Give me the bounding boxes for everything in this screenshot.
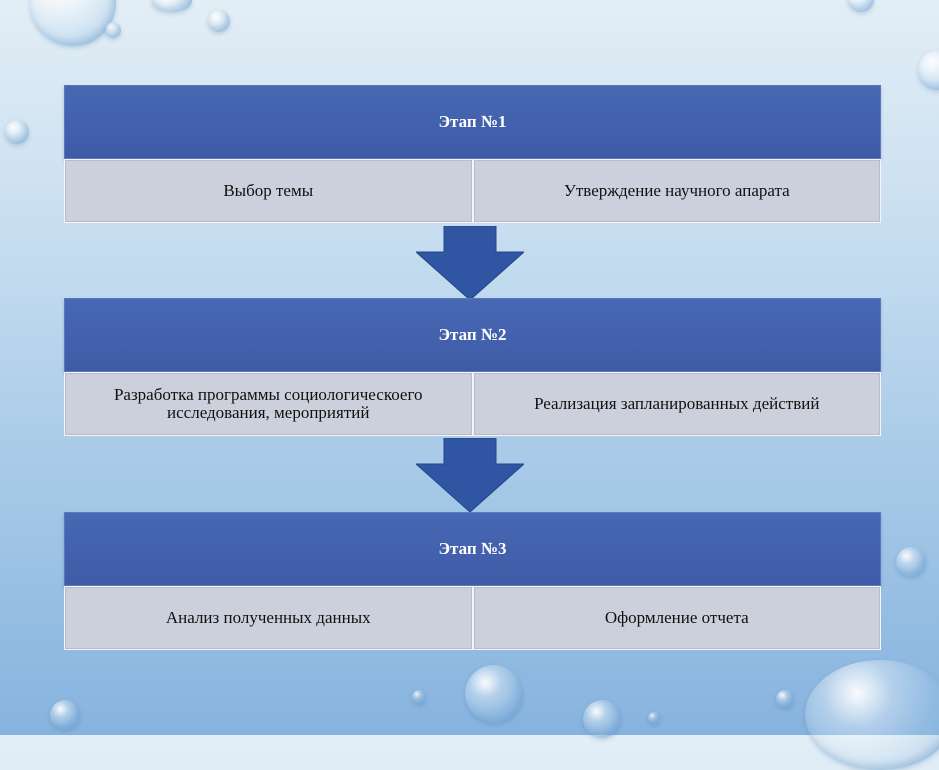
stage-2-item-2: Реализация запланированных действий [472,372,881,436]
water-bubble [848,0,874,12]
water-bubble [465,665,523,723]
down-arrow-icon [416,226,524,300]
water-bubble [805,660,939,770]
water-bubble [896,547,926,577]
stage-1-header: Этап №1 [64,85,881,159]
water-bubble [412,690,426,704]
water-bubble [776,690,794,708]
water-bubble [50,700,80,730]
water-bubble [583,700,621,738]
stage-2-row: Разработка программы социологическоего и… [64,372,881,436]
water-bubble [918,50,939,90]
water-bubble [5,120,29,144]
water-bubble [30,0,116,46]
water-bubble [152,0,192,12]
stage-3-row: Анализ полученных данных Оформление отче… [64,586,881,650]
water-bubble [105,22,121,38]
stage-1: Этап №1 Выбор темы Утверждение научного … [64,85,881,223]
down-arrow-icon [416,438,524,512]
stage-1-row: Выбор темы Утверждение научного апарата [64,159,881,223]
water-bubble [208,10,230,32]
stage-3-item-1: Анализ полученных данных [64,586,473,650]
stage-1-item-1: Выбор темы [64,159,473,223]
stage-2-header: Этап №2 [64,298,881,372]
stage-1-item-2: Утверждение научного апарата [472,159,881,223]
stage-3-item-2: Оформление отчета [472,586,881,650]
stage-2: Этап №2 Разработка программы социологиче… [64,298,881,436]
water-bubble [648,712,660,724]
stage-2-item-1: Разработка программы социологическоего и… [64,372,473,436]
stage-3: Этап №3 Анализ полученных данных Оформле… [64,512,881,650]
stage-3-header: Этап №3 [64,512,881,586]
